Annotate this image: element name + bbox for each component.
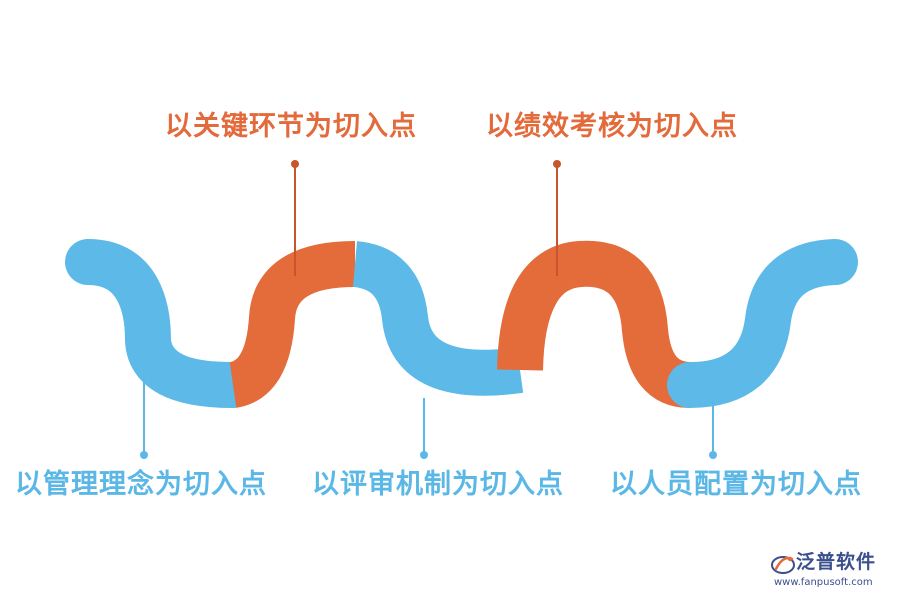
logo-brand-text: 泛普软件	[796, 551, 877, 573]
label-staffing: 以人员配置为切入点	[610, 469, 862, 500]
wave-segment-orange-2	[497, 240, 692, 408]
wave-segment-blue-3	[667, 239, 858, 408]
connector-dot-bottom-1	[140, 451, 148, 459]
logo-mark-icon	[771, 556, 795, 574]
connector-dot-top-1	[291, 160, 299, 168]
wave-segment-orange-1	[227, 241, 356, 408]
label-review-mechanism: 以评审机制为切入点	[312, 469, 564, 500]
logo-url-text: www.fanpusoft.com	[774, 577, 873, 588]
connector-dot-bottom-2	[420, 451, 428, 459]
wave-segment-blue-2	[351, 241, 524, 396]
label-management-philosophy: 以管理理念为切入点	[15, 469, 267, 500]
wave-segment-blue-1	[65, 239, 256, 408]
connector-dot-bottom-3	[709, 451, 717, 459]
brand-logo: 泛普软件 www.fanpusoft.com	[768, 551, 893, 595]
label-key-links: 以关键环节为切入点	[165, 111, 417, 142]
label-performance-assessment: 以绩效考核为切入点	[486, 111, 738, 142]
connector-dot-top-2	[553, 160, 561, 168]
